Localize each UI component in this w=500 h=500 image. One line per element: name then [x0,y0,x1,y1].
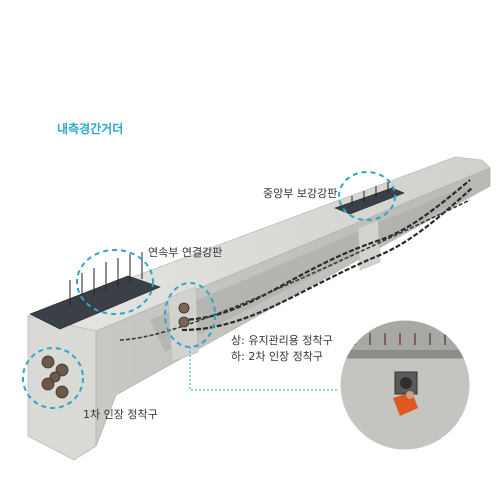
tendon-cable [181,187,473,332]
anchor-icon [41,355,69,399]
label-upper-anchor: 상: 유지관리용 정착구 [231,334,333,347]
label-lower-anchor: 하: 2차 인장 정착구 [231,350,324,363]
dashed-highlight-circle [338,171,396,221]
diagram-title: 내측경간거더 [57,122,124,136]
inset-photo-border [337,317,473,453]
dashed-highlight-circle [164,282,216,348]
label-first-anchor: 1차 인장 정착구 [83,408,158,421]
dashed-highlight-circle [76,249,154,315]
stud-bolts-center [351,182,389,206]
inset-photo [339,319,471,451]
anchor-icon [178,302,190,328]
label-center-plate: 중앙부 보강강판 [263,187,338,200]
stud-bolts-left [69,252,143,305]
label-continuity-plate: 연속부 연결강판 [148,246,223,259]
tendon-cable [181,179,471,322]
tendon-cable [119,199,471,341]
dashed-highlight-circle [22,347,84,409]
continuity-steel-plate [29,275,161,330]
